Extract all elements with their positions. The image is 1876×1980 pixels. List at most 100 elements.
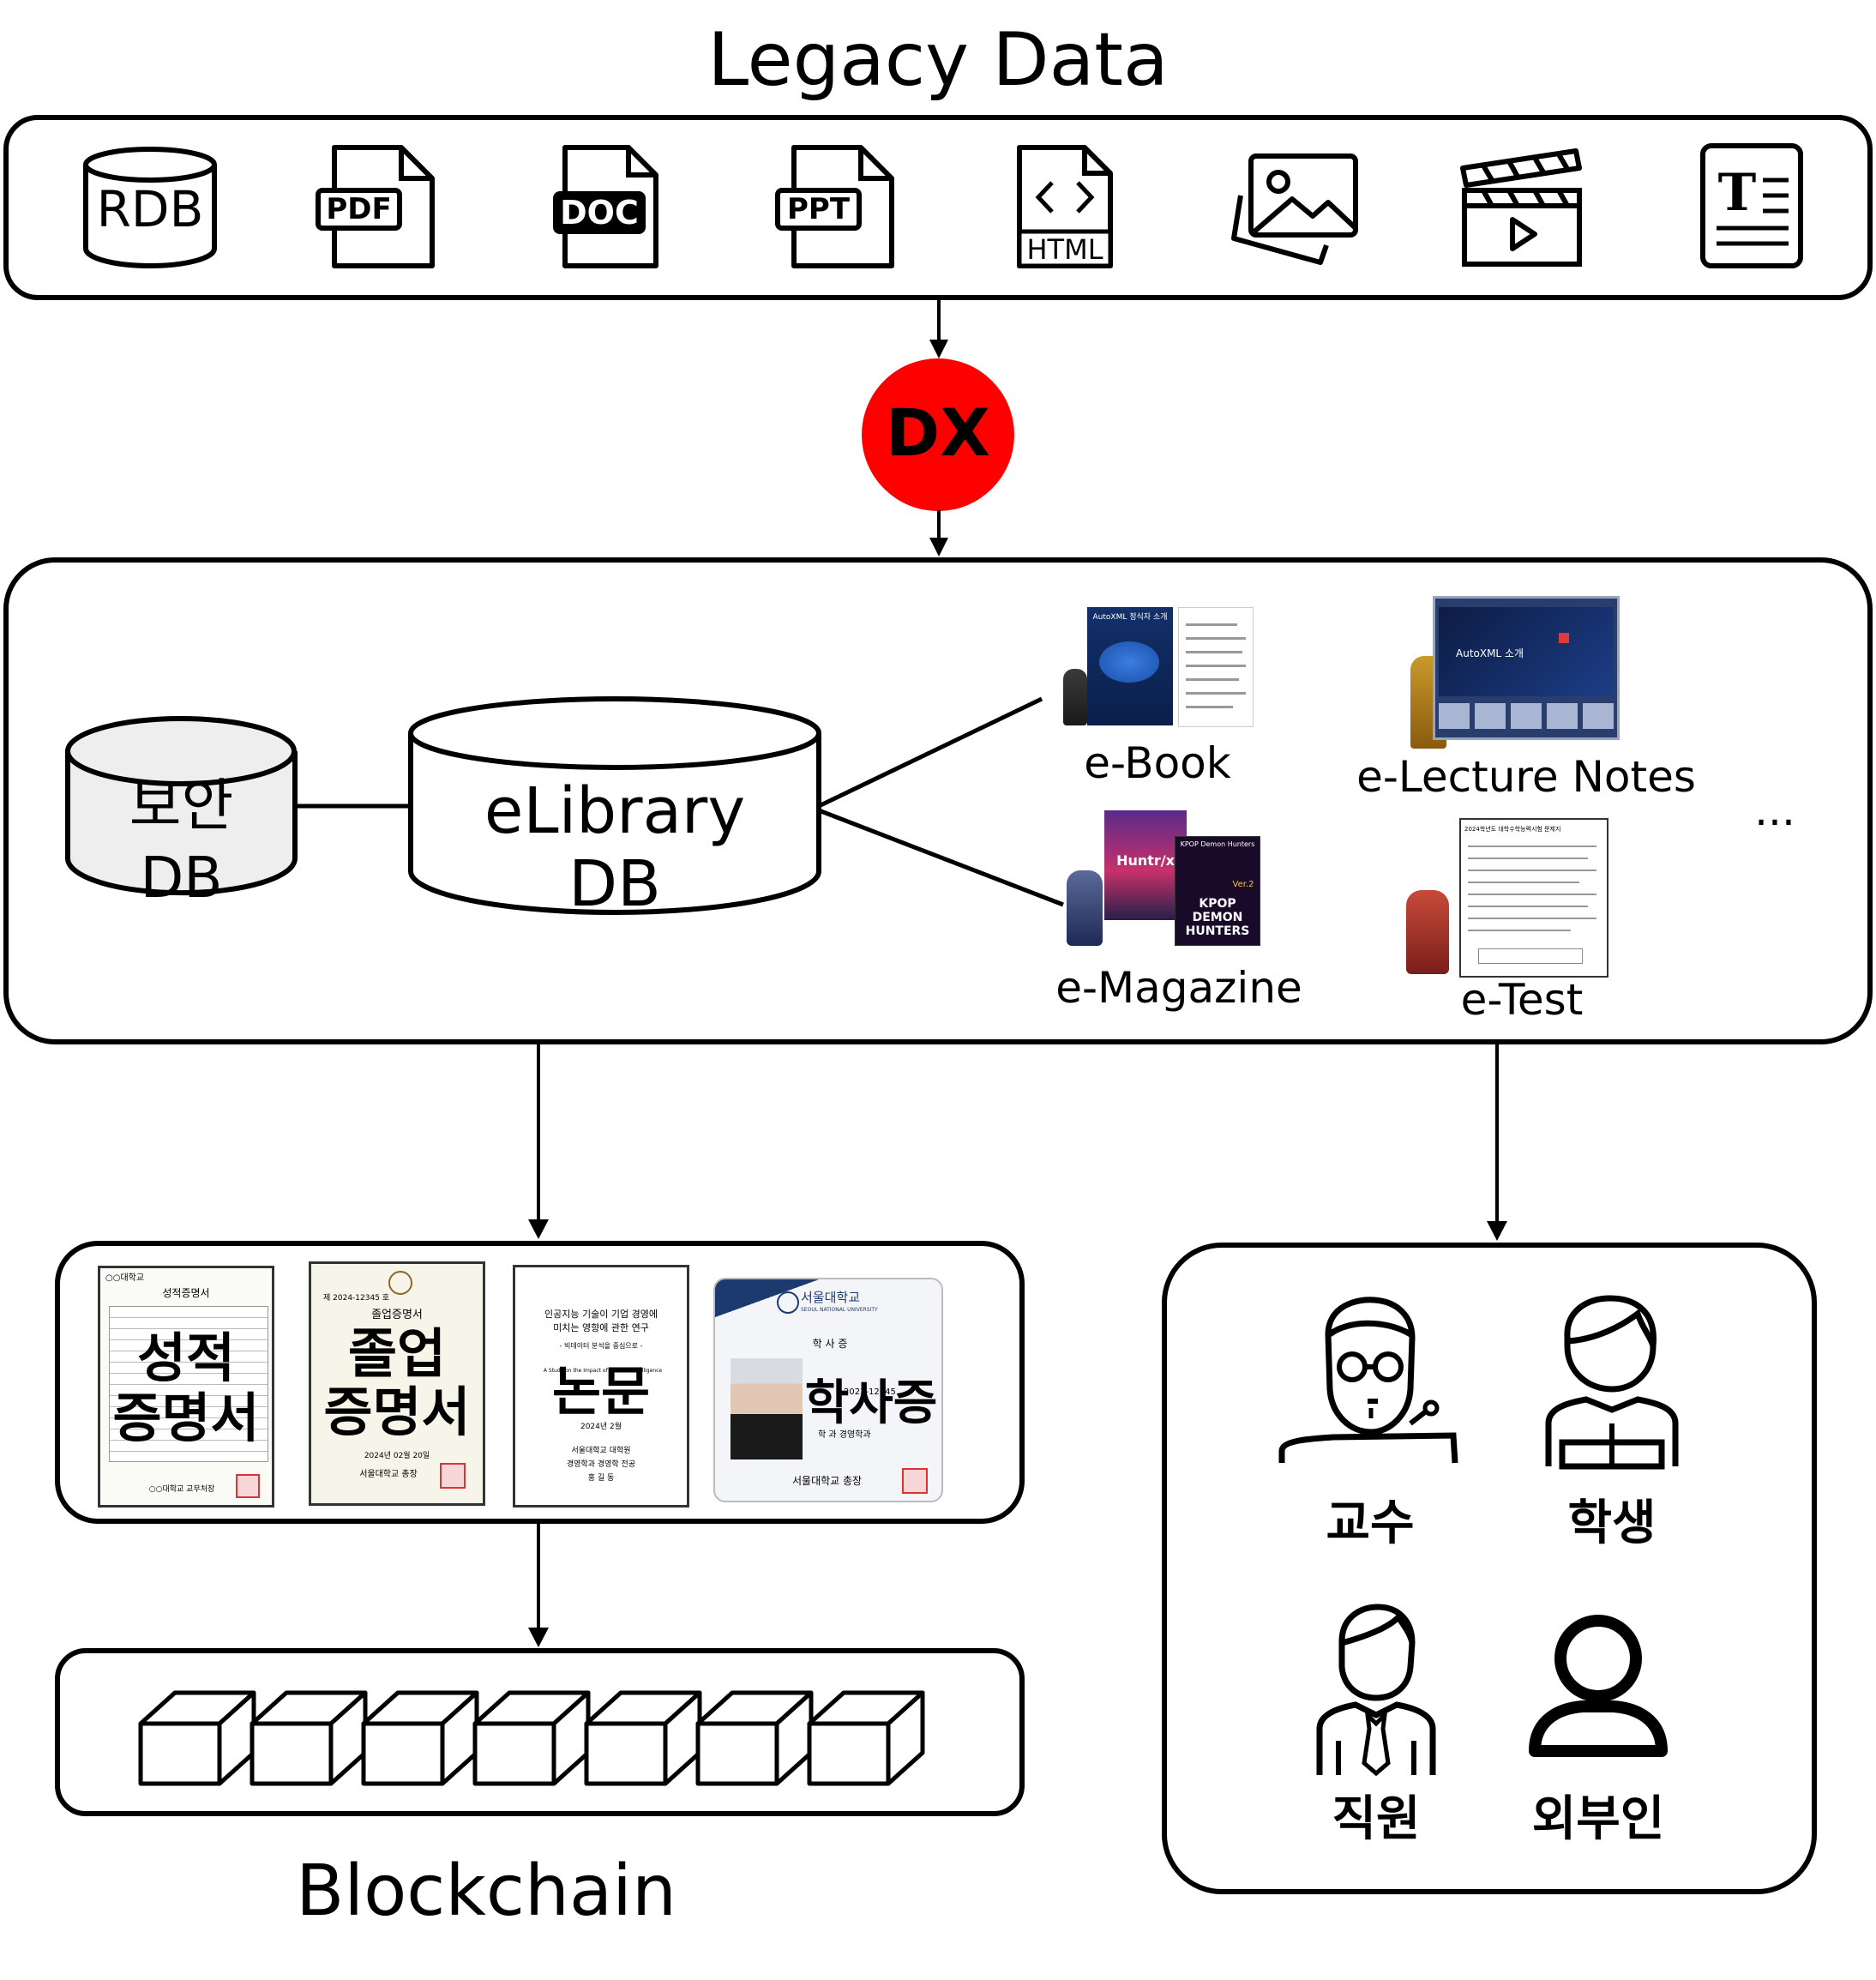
magazine-cover-right: KPOP Demon Hunters KPOP DEMON HUNTERS Ve…: [1175, 836, 1260, 946]
magazine-right-top: KPOP Demon Hunters: [1180, 840, 1255, 848]
ppt-file-icon: PPT: [775, 144, 897, 269]
security-db-cylinder: [63, 714, 299, 901]
dx-circle: [862, 358, 1014, 511]
grade-overlay-line1: 성적: [136, 1327, 236, 1389]
ebook-thumbnail: AutoXML 정식자 소개: [1063, 607, 1254, 727]
graduation-date: 2024년 02월 20일: [364, 1452, 430, 1460]
thesis-school: 서울대학교 대학원: [571, 1447, 631, 1455]
blockchain-block: [138, 1690, 256, 1786]
ebook-cover: AutoXML 정식자 소개: [1087, 607, 1173, 725]
graduation-seal-stamp: [440, 1463, 466, 1489]
grade-header: ○○대학교: [105, 1273, 145, 1283]
grade-seal-stamp: [236, 1474, 260, 1498]
thesis-card: 인공지능 기술이 기업 경영에 미치는 영향에 관한 연구 - 빅데이터 분석을…: [513, 1265, 689, 1508]
graduation-number: 제 2024-12345 호: [323, 1294, 390, 1303]
pdf-file-icon: PDF: [316, 144, 437, 269]
arrow-dx-to-library: [926, 510, 952, 557]
thesis-date: 2024년 2월: [580, 1423, 622, 1431]
grade-table: [109, 1306, 268, 1462]
electure-notes-label: e-Lecture Notes: [1356, 752, 1696, 802]
id-card-department: 학 과 경영학과: [818, 1430, 871, 1440]
video-clapperboard-icon: [1458, 142, 1584, 269]
dx-label: DX: [886, 394, 990, 471]
graduation-overlay-line2: 증명서: [323, 1381, 471, 1443]
lecture-slide: AutoXML 소개: [1433, 596, 1620, 740]
thesis-author: 홍 길 동: [587, 1474, 615, 1483]
outsider-icon: [1528, 1614, 1669, 1761]
lecture-slide-title: AutoXML 소개: [1456, 647, 1524, 659]
thesis-subtitle: - 빅데이터 분석을 중심으로 -: [559, 1342, 643, 1350]
magazine-left-text: Huntr/x: [1116, 852, 1175, 869]
legacy-data-title: Legacy Data: [707, 17, 1169, 103]
magazine-right-main: KPOP DEMON HUNTERS: [1185, 897, 1250, 938]
blockchain-block: [695, 1690, 814, 1786]
security-db-label-line2: DB: [140, 845, 223, 911]
magazine-cover-left: Huntr/x: [1104, 810, 1187, 920]
student-icon: [1545, 1295, 1679, 1470]
grade-overlay-line2: 증명서: [112, 1387, 260, 1449]
ebook-page: [1178, 607, 1254, 727]
image-gallery-icon: [1230, 153, 1359, 268]
database-icon: RDB: [81, 146, 219, 270]
id-card-number: 2023-12345: [844, 1387, 896, 1397]
rdb-label: RDB: [96, 180, 204, 238]
blockchain-block: [472, 1690, 591, 1786]
emagazine-label: e-Magazine: [1055, 963, 1302, 1013]
avatar-figure-red: [1406, 890, 1449, 974]
thesis-overlay: 논문: [551, 1360, 651, 1423]
doc-file-icon: DOC: [553, 144, 659, 269]
thesis-department: 경영학과 경영학 전공: [566, 1460, 636, 1469]
lecture-slide-accent: [1559, 633, 1569, 643]
grade-footer: ○○대학교 교무처장: [148, 1485, 215, 1494]
id-card-footer: 서울대학교 총장: [792, 1475, 863, 1487]
elibrary-db-label-line2: DB: [568, 847, 661, 921]
html-label: HTML: [1026, 233, 1103, 266]
elibrary-db-cylinder: [406, 695, 823, 919]
thesis-english-title: A Study on the Impact of Artificial Inte…: [543, 1368, 663, 1374]
arrow-legacy-to-dx: [926, 300, 952, 360]
grade-title: 성적증명서: [162, 1287, 210, 1299]
ebook-cover-globe: [1099, 641, 1159, 683]
ppt-label: PPT: [786, 192, 851, 226]
etest-header: 2024학년도 대학수학능력시험 문제지: [1464, 826, 1561, 833]
lecture-slide-main: AutoXML 소개: [1439, 607, 1614, 696]
student-id-card: 서울대학교 SEOUL NATIONAL UNIVERSITY 학 사 증 20…: [713, 1278, 943, 1502]
users-box: [1162, 1243, 1817, 1894]
avatar-figure-blue: [1067, 870, 1103, 946]
professor-label: 교수: [1326, 1496, 1415, 1551]
graduation-overlay-line1: 졸업: [347, 1322, 447, 1385]
id-card-overlay: 학사증: [804, 1375, 938, 1431]
thesis-title-line2: 미치는 영향에 관한 연구: [553, 1322, 649, 1333]
staff-label: 직원: [1332, 1791, 1421, 1847]
magazine-right-ver: Ver.2: [1232, 880, 1254, 889]
id-card-header-band: [715, 1279, 941, 1331]
id-card-university: 서울대학교: [801, 1290, 861, 1305]
electure-thumbnail: AutoXML 소개: [1410, 596, 1620, 750]
ebook-cover-title: AutoXML 정식자 소개: [1092, 613, 1168, 622]
etest-thumbnail: 2024학년도 대학수학능력시험 문제지: [1406, 818, 1608, 978]
blockchain-block: [361, 1690, 479, 1786]
doc-label: DOC: [560, 194, 639, 232]
grade-transcript-card: ○○대학교 성적증명서 성적 증명서 ○○대학교 교무처장: [98, 1266, 274, 1508]
avatar-figure-dark: [1063, 669, 1087, 725]
etest-label: e-Test: [1460, 975, 1584, 1025]
emagazine-thumbnail: Huntr/x KPOP Demon Hunters KPOP DEMON HU…: [1063, 810, 1260, 948]
university-emblem-icon: [777, 1291, 799, 1314]
ebook-label: e-Book: [1084, 738, 1231, 788]
pdf-label: PDF: [326, 192, 392, 226]
etest-paper: 2024학년도 대학수학능력시험 문제지: [1459, 818, 1608, 978]
professor-icon: [1278, 1295, 1458, 1466]
more-items-ellipsis: ...: [1754, 785, 1795, 835]
thesis-title-line1: 인공지능 기술이 기업 경영에: [544, 1309, 658, 1320]
blockchain-block: [584, 1690, 702, 1786]
blockchain-block: [807, 1690, 925, 1786]
graduation-footer: 서울대학교 총장: [359, 1470, 418, 1479]
blockchain-block: [250, 1690, 368, 1786]
outsider-label: 외부인: [1531, 1791, 1665, 1847]
student-photo: [731, 1358, 803, 1459]
id-card-type: 학 사 증: [812, 1338, 848, 1350]
staff-icon: [1316, 1604, 1436, 1777]
text-document-icon: T: [1699, 142, 1804, 269]
